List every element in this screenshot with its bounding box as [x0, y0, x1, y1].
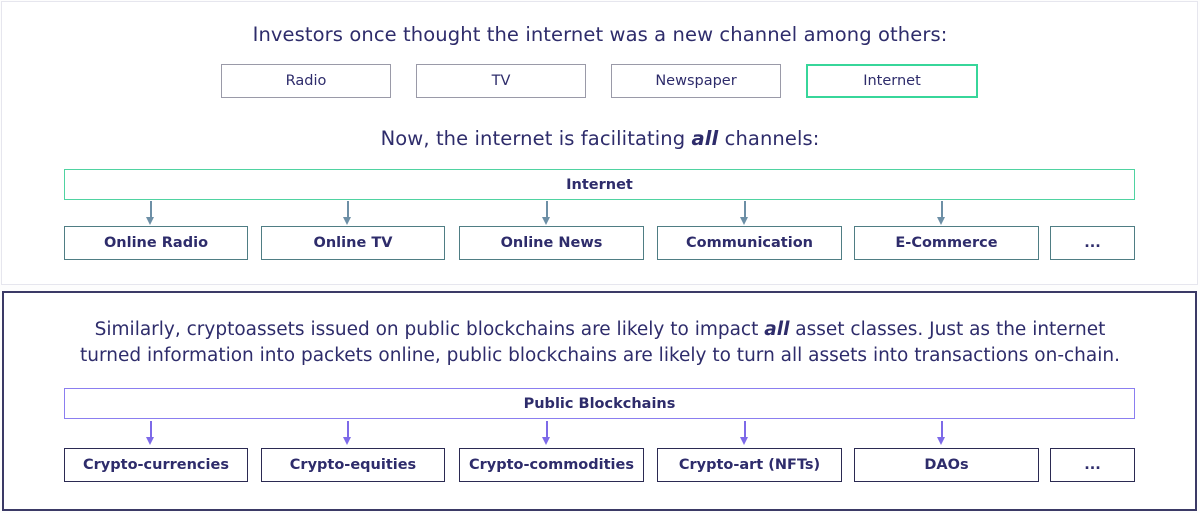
leaf-box-label: Online Radio: [103, 235, 209, 251]
leaf-box-more[interactable]: ...: [1050, 226, 1135, 260]
paragraph-part-1: Similarly, cryptoassets issued on public…: [94, 319, 765, 340]
channel-box-newspaper[interactable]: Newspaper: [611, 64, 781, 98]
channel-box-label: Newspaper: [655, 73, 737, 89]
paragraph-emphasis: all: [764, 319, 790, 340]
paragraph-part-2: asset classes. Just as the internet turn…: [80, 319, 1120, 366]
leaf-box-online-tv[interactable]: Online TV: [261, 226, 445, 260]
leaf-box-label: ...: [1084, 457, 1101, 473]
leaf-box-online-news[interactable]: Online News: [459, 226, 644, 260]
channel-box-label: Internet: [863, 73, 921, 89]
leaf-box-label: Online TV: [313, 235, 393, 251]
leaf-box-crypto-equities[interactable]: Crypto-equities: [261, 448, 445, 482]
leaf-box-communication[interactable]: Communication: [657, 226, 842, 260]
leaf-box-e-commerce[interactable]: E-Commerce: [854, 226, 1039, 260]
leaf-box-label: Crypto-currencies: [83, 457, 229, 473]
headline-2-text-after: channels:: [718, 127, 820, 150]
leaf-box-label: Crypto-equities: [289, 457, 417, 473]
headline-2-text-before: Now, the internet is facilitating: [380, 127, 692, 150]
bar-public-blockchains[interactable]: Public Blockchains: [64, 388, 1135, 419]
leaf-box-crypto-art-nfts[interactable]: Crypto-art (NFTs): [657, 448, 842, 482]
channel-box-internet[interactable]: Internet: [806, 64, 978, 98]
channel-box-tv[interactable]: TV: [416, 64, 586, 98]
leaf-box-label: DAOs: [924, 457, 969, 473]
bar-public-blockchains-label: Public Blockchains: [523, 395, 676, 412]
channel-box-label: TV: [491, 73, 511, 89]
headline-2-emphasis: all: [691, 127, 719, 150]
channel-box-label: Radio: [285, 73, 327, 89]
bar-internet-label: Internet: [566, 176, 633, 193]
leaf-box-label: Communication: [685, 235, 813, 251]
channel-box-radio[interactable]: Radio: [221, 64, 391, 98]
leaf-box-label: Crypto-art (NFTs): [678, 457, 821, 473]
leaf-box-crypto-commodities[interactable]: Crypto-commodities: [459, 448, 644, 482]
headline-internet-facilitating: Now, the internet is facilitating all ch…: [0, 127, 1200, 150]
paragraph-crypto: Similarly, cryptoassets issued on public…: [70, 317, 1130, 369]
leaf-box-online-radio[interactable]: Online Radio: [64, 226, 248, 260]
headline-internet-channels: Investors once thought the internet was …: [252, 23, 948, 46]
bar-internet[interactable]: Internet: [64, 169, 1135, 200]
leaf-box-label: E-Commerce: [895, 235, 998, 251]
leaf-box-crypto-currencies[interactable]: Crypto-currencies: [64, 448, 248, 482]
leaf-box-label: ...: [1084, 235, 1101, 251]
leaf-box-daos[interactable]: DAOs: [854, 448, 1039, 482]
leaf-box-label: Crypto-commodities: [469, 457, 634, 473]
leaf-box-label: Online News: [500, 235, 603, 251]
leaf-box-more[interactable]: ...: [1050, 448, 1135, 482]
